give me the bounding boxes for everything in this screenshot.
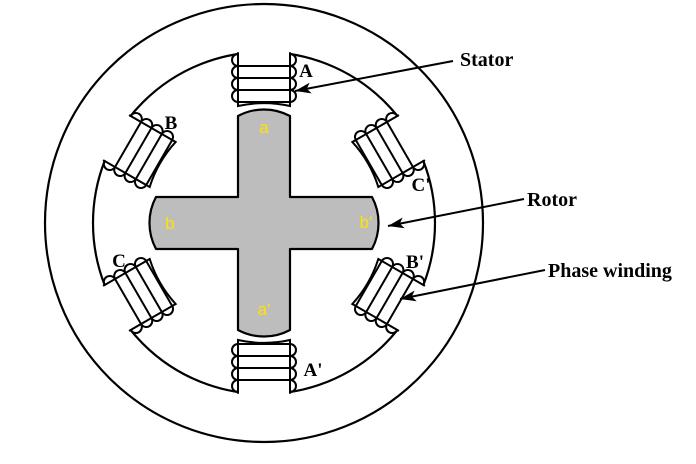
stator-pole-A-prime	[231, 339, 297, 400]
pole-label-B: B	[165, 113, 178, 134]
stator-annotation-label: Stator	[460, 49, 513, 71]
phase-winding-annotation-label: Phase winding	[548, 260, 672, 282]
rotor-leader-line	[387, 198, 525, 229]
stator-pole-C	[94, 252, 180, 340]
rotor-cross	[148, 108, 380, 338]
phase-winding-leader-line	[399, 269, 546, 302]
rotor-annotation-label: Rotor	[527, 189, 577, 211]
pole-label-C-prime: C'	[412, 175, 431, 196]
pole-label-C: C	[112, 251, 126, 272]
stator-outer-circle	[43, 2, 485, 444]
pole-label-B-prime: B'	[406, 252, 424, 273]
rotor-pole-label-b-prime: b'	[360, 213, 373, 232]
rotor-pole-label-a: a	[259, 118, 269, 137]
pole-label-A: A	[299, 61, 313, 82]
rotor-pole-label-a-prime: a'	[258, 300, 271, 319]
stator-leader-line	[294, 60, 454, 94]
stator-pole-A	[231, 46, 297, 107]
rotor-pole-label-b: b	[165, 214, 174, 233]
pole-label-A-prime: A'	[304, 360, 323, 381]
